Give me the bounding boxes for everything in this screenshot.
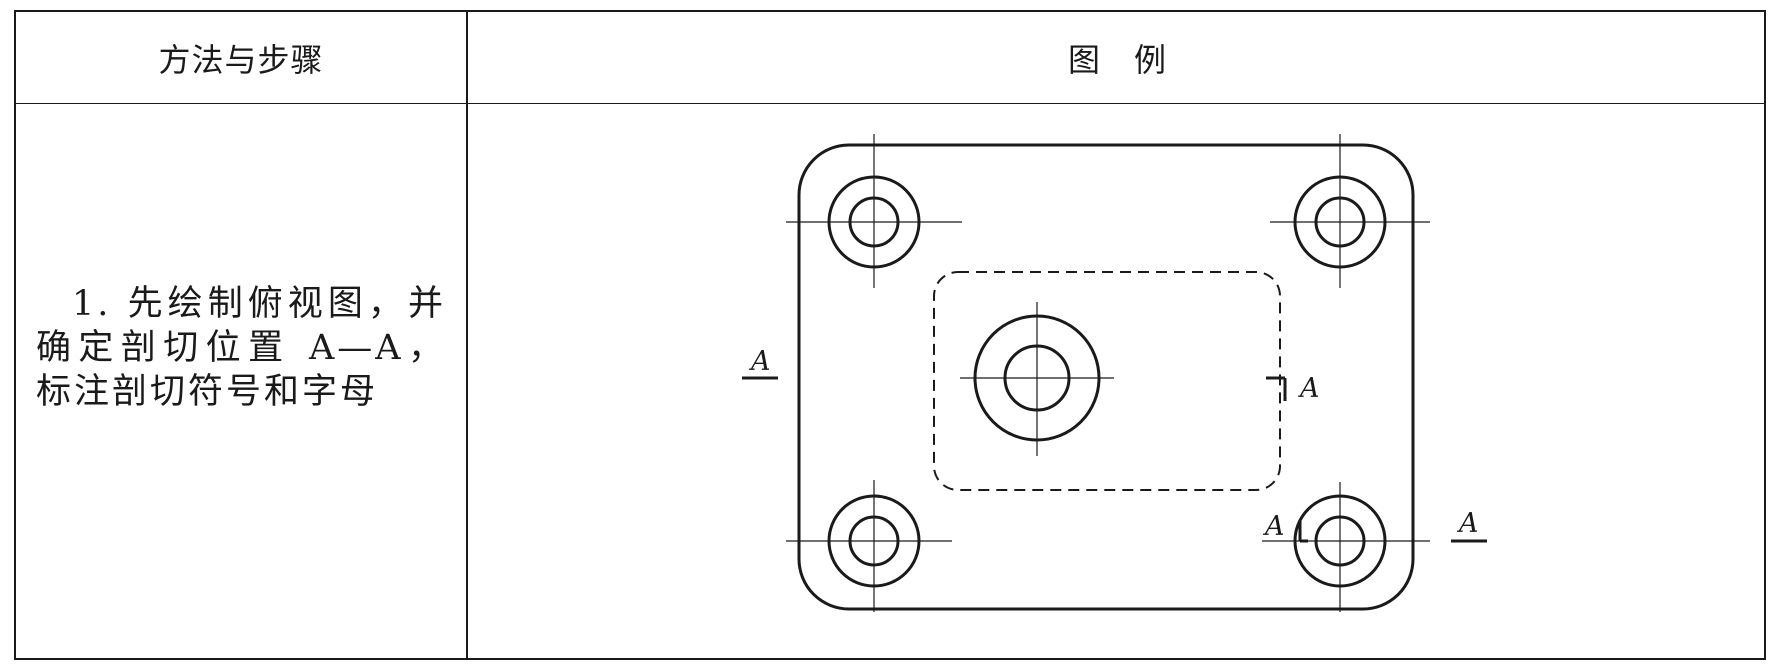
header-divider: [16, 103, 1764, 104]
column-divider: [466, 12, 468, 658]
method-table: 方法与步骤 图例 1. 先绘制俯视图，并确定剖切位置 A—A，标注剖切符号和字母: [14, 10, 1766, 660]
step-1-text: 1. 先绘制俯视图，并确定剖切位置 A—A，标注剖切符号和字母: [36, 284, 446, 412]
header-method-steps: 方法与步骤: [158, 40, 324, 79]
header-illustration: 图例: [1067, 40, 1200, 79]
